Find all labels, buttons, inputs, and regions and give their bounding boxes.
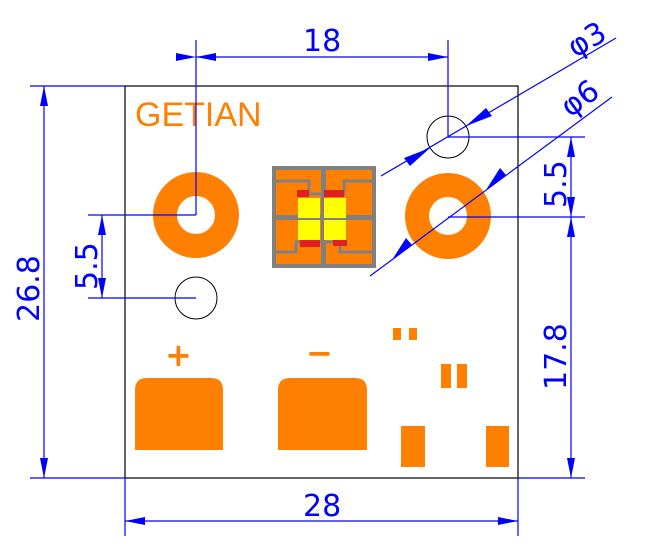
dim-board-height: 26.8 xyxy=(12,85,125,479)
positive-pad xyxy=(135,378,223,450)
svg-text:5.5: 5.5 xyxy=(70,242,105,290)
svg-text:φ6: φ6 xyxy=(554,73,606,124)
brand-label: GETIAN xyxy=(135,96,262,134)
svg-text:18: 18 xyxy=(303,24,341,59)
led-chip xyxy=(272,166,376,268)
svg-text:17.8: 17.8 xyxy=(539,323,574,390)
right-mount-ring xyxy=(405,173,491,259)
svg-text:28: 28 xyxy=(303,489,341,524)
negative-pad xyxy=(278,378,367,450)
dim-left-offset: 5.5 xyxy=(70,214,196,299)
svg-text:26.8: 26.8 xyxy=(12,255,47,322)
dim-board-width: 28 xyxy=(124,478,519,536)
plus-label: + xyxy=(165,336,192,374)
dim-hole-spacing: 18 xyxy=(176,24,449,215)
svg-text:5.5: 5.5 xyxy=(539,160,574,208)
dim-pad-height: 17.8 xyxy=(518,217,585,479)
small-pads xyxy=(393,328,509,467)
minus-label: − xyxy=(306,334,333,372)
svg-text:φ3: φ3 xyxy=(562,15,613,65)
dim-right-offset: 5.5 xyxy=(448,136,585,218)
